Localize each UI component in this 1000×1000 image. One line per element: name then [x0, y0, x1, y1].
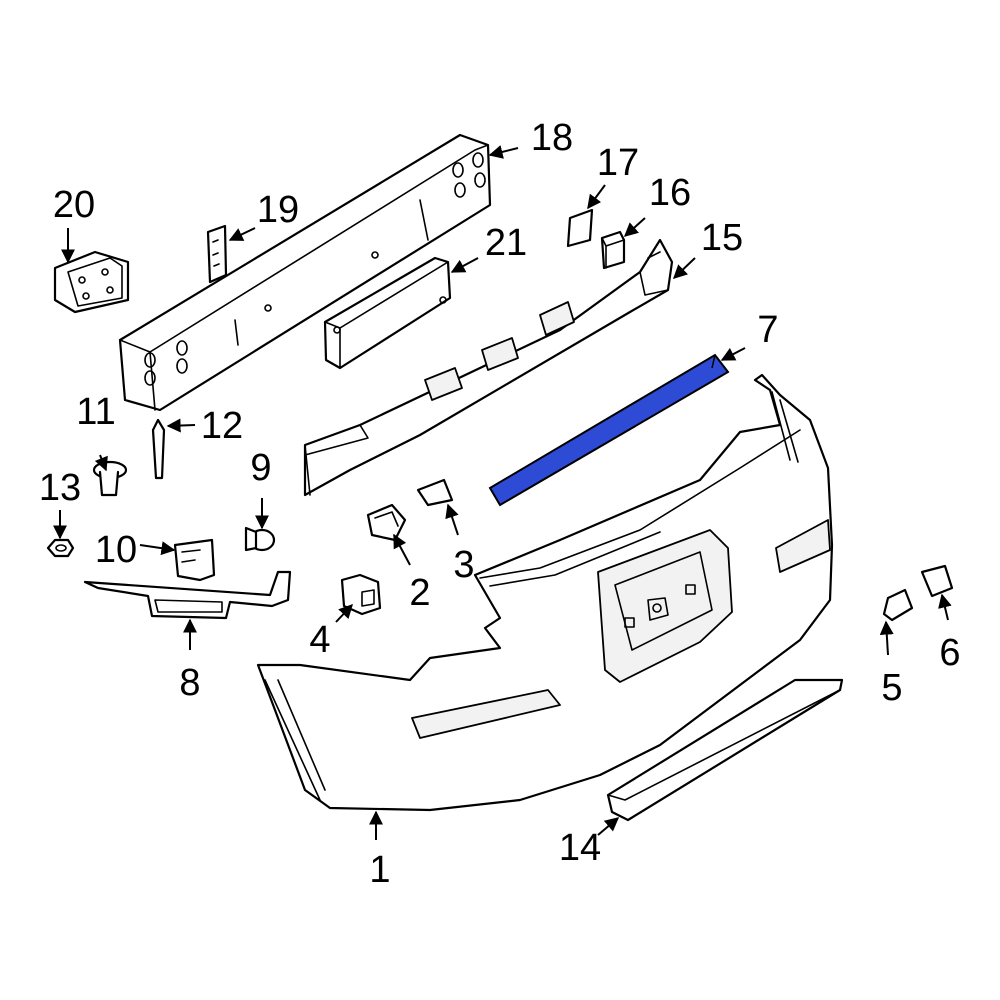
callout-4: 4: [309, 619, 330, 661]
leader-6: [938, 593, 952, 621]
part-8-side-bracket[interactable]: [83, 570, 292, 620]
leader-18: [488, 145, 519, 159]
part-10-clip-bracket[interactable]: [173, 538, 216, 582]
part-3-clip[interactable]: [416, 478, 454, 507]
callout-13: 13: [39, 467, 81, 509]
callout-9: 9: [250, 447, 271, 489]
callout-16: 16: [649, 172, 691, 214]
leader-7: [720, 347, 746, 361]
leader-15: [672, 257, 696, 279]
leader-10: [139, 541, 176, 556]
part-2-bracket[interactable]: [366, 503, 407, 542]
part-18-reinforcement-beam[interactable]: [118, 133, 492, 412]
part-17-pad[interactable]: [566, 208, 594, 248]
part-13-nut[interactable]: [46, 538, 75, 558]
callout-5: 5: [881, 667, 902, 709]
leader-16: [623, 217, 646, 237]
callout-19: 19: [257, 189, 299, 231]
part-14-valance[interactable]: [606, 678, 844, 822]
part-7-impact-strip[interactable]: [488, 353, 730, 507]
callout-18: 18: [531, 117, 573, 159]
part-1-bumper-cover[interactable]: [256, 373, 834, 812]
callout-1: 1: [369, 849, 390, 891]
part-15-energy-absorber[interactable]: [303, 238, 674, 497]
callout-14: 14: [559, 827, 601, 869]
part-20-bracket[interactable]: [53, 250, 130, 314]
part-21-absorber-pad[interactable]: [323, 256, 452, 370]
callout-12: 12: [201, 405, 243, 447]
leader-11: [94, 454, 108, 472]
callout-7: 7: [757, 309, 778, 351]
callout-3: 3: [453, 544, 474, 586]
part-11-push-clip[interactable]: [92, 460, 128, 497]
callout-21: 21: [485, 222, 527, 264]
callout-labels: 1 2 3 4 5 6 7 8 9 10 11 12 13 14 15 16 1…: [39, 117, 961, 891]
callout-20: 20: [53, 184, 95, 226]
callout-6: 6: [939, 632, 960, 674]
part-19-plate[interactable]: [206, 224, 228, 284]
leader-17: [587, 184, 606, 210]
callout-11: 11: [76, 391, 115, 433]
part-16-spacer[interactable]: [600, 230, 626, 270]
leader-21: [450, 257, 479, 273]
part-12-pin[interactable]: [151, 418, 166, 480]
part-6-cap[interactable]: [920, 564, 954, 598]
callout-8: 8: [179, 662, 200, 704]
part-9-retainer[interactable]: [244, 526, 276, 552]
callout-15: 15: [701, 217, 743, 259]
leader-14: [597, 817, 620, 836]
leader-3: [445, 503, 459, 536]
leader-19: [228, 227, 256, 241]
callout-2: 2: [409, 572, 430, 614]
leader-lines: [53, 145, 952, 840]
leader-2: [393, 533, 411, 566]
part-5-bracket[interactable]: [882, 588, 914, 622]
leader-4: [335, 603, 353, 623]
callout-17: 17: [597, 142, 639, 184]
leader-12: [166, 418, 196, 433]
leader-5: [879, 620, 894, 656]
callout-10: 10: [95, 529, 137, 571]
